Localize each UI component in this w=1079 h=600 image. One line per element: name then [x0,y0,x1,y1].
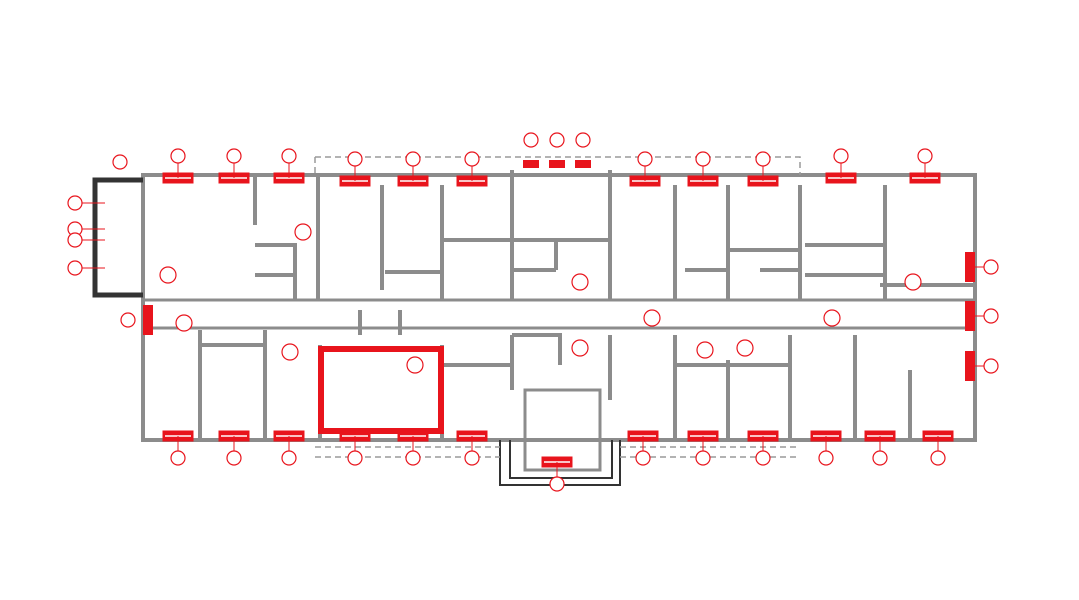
highlighted-room[interactable] [318,346,444,434]
window-marker[interactable] [747,430,779,466]
marker-bubble [67,195,83,211]
marker-bubble [930,450,946,466]
window-marker[interactable] [456,430,488,466]
door-marker[interactable] [281,343,299,361]
marker-bubble [695,450,711,466]
window-marker[interactable] [747,151,779,187]
marker-bubble [67,260,83,276]
window-marker[interactable] [397,151,429,187]
door-marker[interactable] [571,339,589,357]
window-marker[interactable] [549,160,565,168]
window-marker[interactable] [687,151,719,187]
window-marker[interactable] [143,305,153,335]
door-marker[interactable] [175,314,193,332]
window-marker[interactable] [922,430,954,466]
door-marker[interactable] [571,273,589,291]
window-marker[interactable] [687,430,719,466]
marker-bubble [281,148,297,164]
window-marker[interactable] [162,430,194,466]
window-marker[interactable] [456,151,488,187]
door-marker[interactable] [294,223,312,241]
marker-bubble [226,148,242,164]
marker-bubble [872,450,888,466]
window-marker[interactable] [864,430,896,466]
marker-bubble [549,476,565,492]
vestibule-wall [92,177,143,298]
marker-bubble [635,450,651,466]
marker-bubble [818,450,834,466]
marker-bubble [464,151,480,167]
outer-wall [141,173,977,442]
window-marker[interactable] [162,148,194,184]
window-marker[interactable] [523,160,539,168]
marker-bubble [833,148,849,164]
window-marker[interactable] [218,430,250,466]
door-marker[interactable] [406,356,424,374]
window-marker[interactable] [218,148,250,184]
walls [92,170,977,486]
window-marker[interactable] [825,148,857,184]
marker-bubble [281,450,297,466]
door-marker[interactable] [823,309,841,327]
marker-bubble [464,450,480,466]
window-marker[interactable] [541,456,573,492]
window-marker[interactable] [965,252,999,282]
window-marker[interactable] [397,430,429,466]
marker-bubble [917,148,933,164]
marker-bubble [695,151,711,167]
window-markers [67,132,999,492]
window-marker[interactable] [273,430,305,466]
marker-bubble [347,151,363,167]
marker-bubble [347,450,363,466]
window-marker[interactable] [339,430,371,466]
door-marker[interactable] [696,341,714,359]
marker-bubble [405,151,421,167]
window-marker[interactable] [629,151,661,187]
marker-bubble [226,450,242,466]
marker-bubble [67,232,83,248]
marker-bubble [170,450,186,466]
door-marker[interactable] [643,309,661,327]
corridor-walls [143,298,975,330]
window-marker[interactable] [273,148,305,184]
window-marker[interactable] [810,430,842,466]
door-marker[interactable] [159,266,177,284]
marker-bubble [637,151,653,167]
marker-bubble [755,450,771,466]
door-marker[interactable] [904,273,922,291]
window-marker[interactable] [575,160,591,168]
door-marker[interactable] [736,339,754,357]
window-marker[interactable] [909,148,941,184]
window-marker[interactable] [627,430,659,466]
marker-bubble [405,450,421,466]
window-marker[interactable] [965,301,999,331]
window-marker[interactable] [339,151,371,187]
marker-bubble [170,148,186,164]
marker-bubble [755,151,771,167]
window-marker[interactable] [965,351,999,381]
